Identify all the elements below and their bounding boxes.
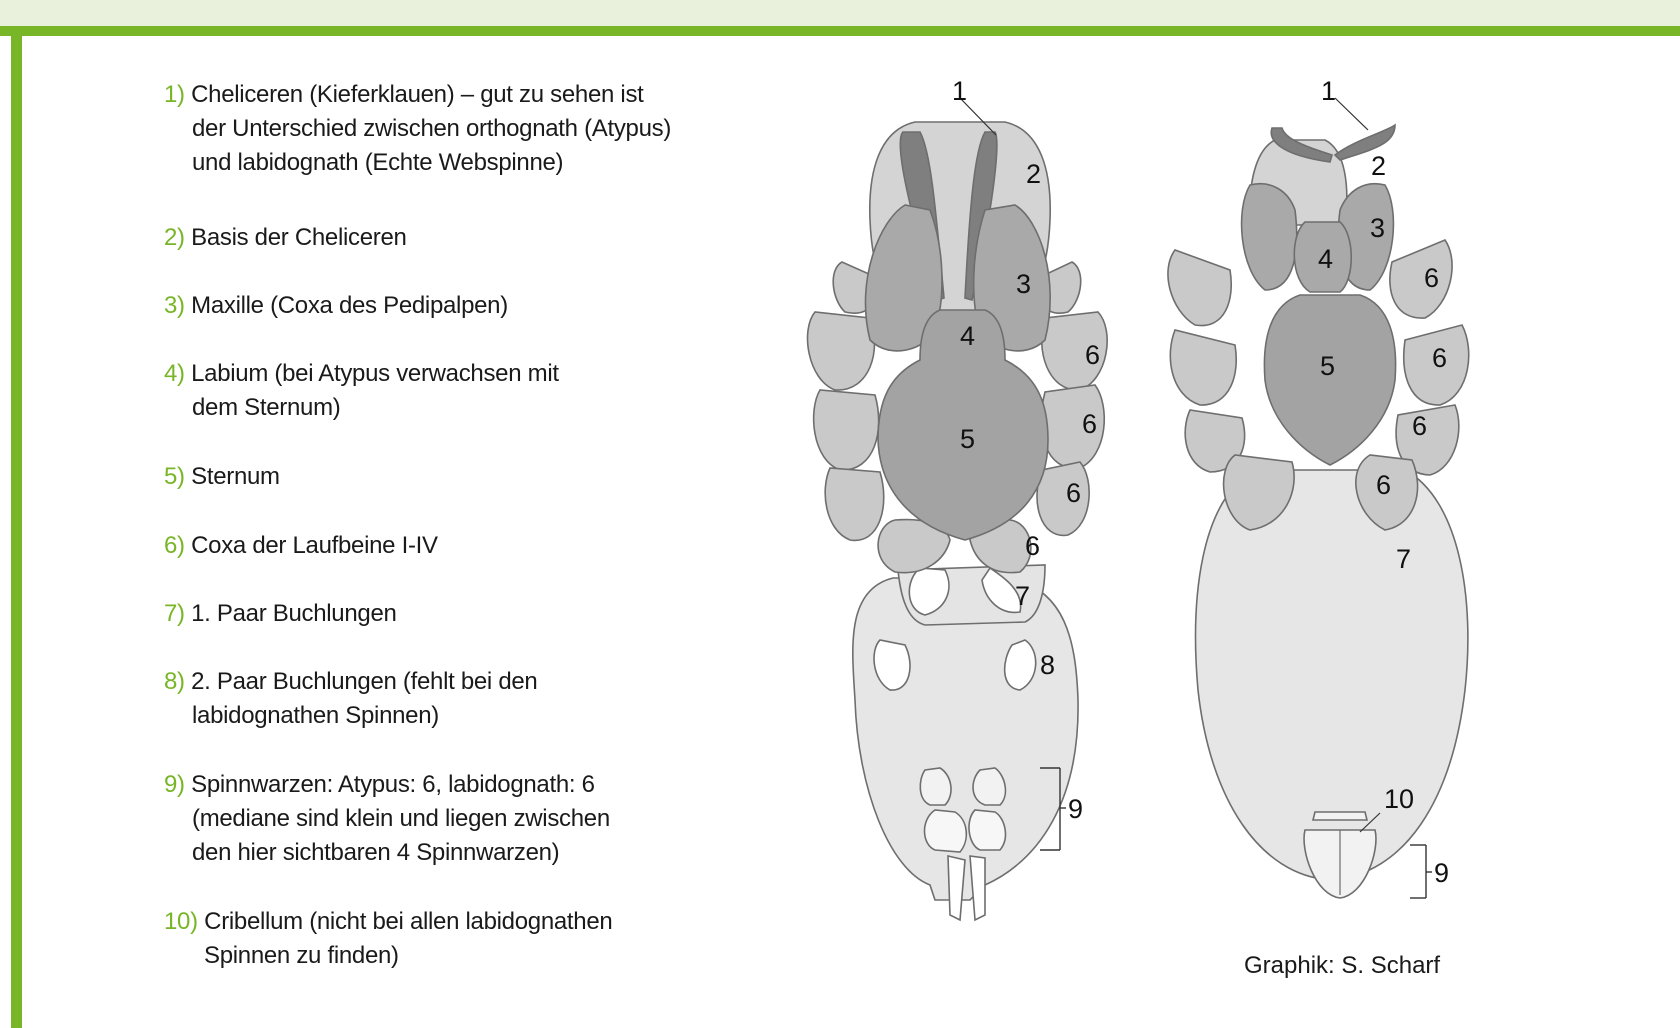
left-label-9: 9 xyxy=(1068,794,1083,824)
left-coxa-3l xyxy=(814,390,879,470)
left-label-8: 8 xyxy=(1040,650,1055,680)
left-coxa-2l xyxy=(808,312,875,390)
right-label-1: 1 xyxy=(1321,76,1336,106)
right-label-2: 2 xyxy=(1371,151,1386,181)
left-label-7: 7 xyxy=(1015,581,1030,611)
right-label-10: 10 xyxy=(1384,784,1414,814)
left-label-1: 1 xyxy=(952,76,967,106)
left-label-6d: 6 xyxy=(1025,531,1040,561)
left-label-5: 5 xyxy=(960,424,975,454)
right-label-9: 9 xyxy=(1434,858,1449,888)
right-label-6d: 6 xyxy=(1376,470,1391,500)
right-label-3: 3 xyxy=(1370,213,1385,243)
right-spider xyxy=(1168,98,1469,898)
left-label-3: 3 xyxy=(1016,269,1031,299)
right-label-6b: 6 xyxy=(1432,343,1447,373)
left-coxa-4l xyxy=(825,468,884,540)
right-coxa-1r xyxy=(1390,240,1452,318)
left-abdomen xyxy=(853,578,1078,900)
right-label-6a: 6 xyxy=(1424,263,1439,293)
right-maxilla-l xyxy=(1242,184,1297,290)
graphic-credit: Graphik: S. Scharf xyxy=(1244,952,1440,980)
left-label-6c: 6 xyxy=(1066,478,1081,508)
right-cribellum xyxy=(1313,812,1367,820)
left-coxa-4r xyxy=(1037,462,1089,535)
right-coxa-2l xyxy=(1170,330,1236,405)
left-label-4: 4 xyxy=(960,321,975,351)
left-label-2: 2 xyxy=(1026,159,1041,189)
right-label-6c: 6 xyxy=(1412,411,1427,441)
right-coxa-1l xyxy=(1168,250,1231,326)
right-label-4: 4 xyxy=(1318,244,1333,274)
left-label-6b: 6 xyxy=(1082,409,1097,439)
left-spider xyxy=(808,98,1108,920)
right-label-7: 7 xyxy=(1396,544,1411,574)
right-label-5: 5 xyxy=(1320,351,1335,381)
left-label-6a: 6 xyxy=(1085,340,1100,370)
